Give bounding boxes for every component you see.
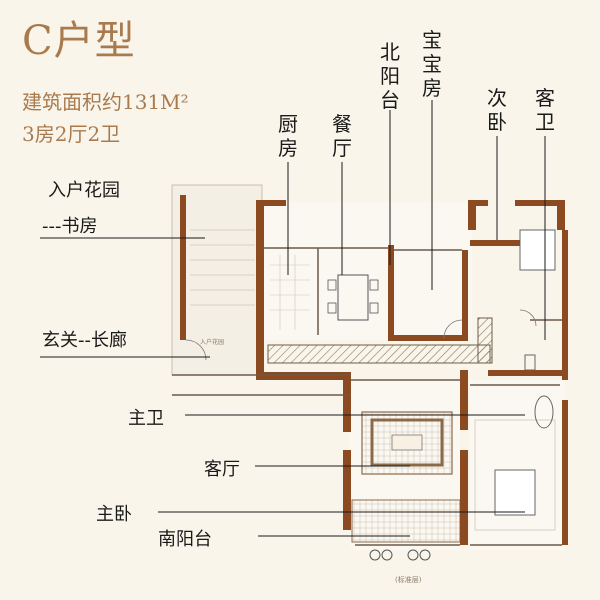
label-living-room: 客厅 bbox=[204, 459, 240, 480]
kitchen-tiles bbox=[270, 255, 310, 330]
label-guest-bath: 客卫 bbox=[535, 86, 555, 134]
layout-text: 3房2厅2卫 bbox=[22, 122, 121, 146]
label-study: ---书房 bbox=[42, 216, 98, 237]
plan-tag-bottom: (标准层) bbox=[395, 575, 422, 584]
label-master-bath: 主卫 bbox=[128, 408, 164, 429]
label-south-balcony: 南阳台 bbox=[158, 529, 212, 550]
label-foyer-corridor: 玄关--长廊 bbox=[42, 330, 127, 351]
second-bed bbox=[519, 229, 556, 271]
walls bbox=[180, 195, 568, 545]
area-text: 建筑面积约131M² bbox=[22, 90, 189, 114]
label-north-balcony: 北阳台 bbox=[380, 40, 400, 112]
bedroom-floor bbox=[470, 380, 565, 550]
corridor-hatch-2 bbox=[477, 317, 493, 364]
label-kitchen: 厨房 bbox=[278, 112, 298, 160]
bathtub bbox=[534, 395, 554, 429]
master-bed bbox=[494, 469, 536, 516]
sofa bbox=[370, 418, 444, 467]
callout-lines bbox=[40, 100, 546, 537]
label-second-bedroom: 次卧 bbox=[487, 86, 507, 134]
label-master-bedroom: 主卧 bbox=[96, 504, 132, 525]
label-entry-garden: 入户花园 bbox=[48, 180, 120, 201]
master-bed-area bbox=[474, 419, 556, 531]
south-balcony-floor bbox=[351, 499, 461, 543]
balcony-railing bbox=[369, 549, 431, 561]
plan-title: C户型 bbox=[22, 18, 136, 64]
north-rooms-floor bbox=[262, 202, 472, 340]
dining-chairs bbox=[327, 279, 379, 314]
coffee-table bbox=[391, 434, 423, 451]
label-dining: 餐厅 bbox=[332, 112, 352, 160]
label-baby-room: 宝宝房 bbox=[422, 28, 442, 100]
corridor-hatch bbox=[267, 344, 491, 364]
dining-table bbox=[337, 274, 369, 321]
thin-walls bbox=[172, 247, 562, 546]
garden-pattern bbox=[190, 229, 255, 306]
plan-tag-entry: 入户花园 bbox=[200, 338, 224, 346]
toilet bbox=[524, 354, 536, 371]
